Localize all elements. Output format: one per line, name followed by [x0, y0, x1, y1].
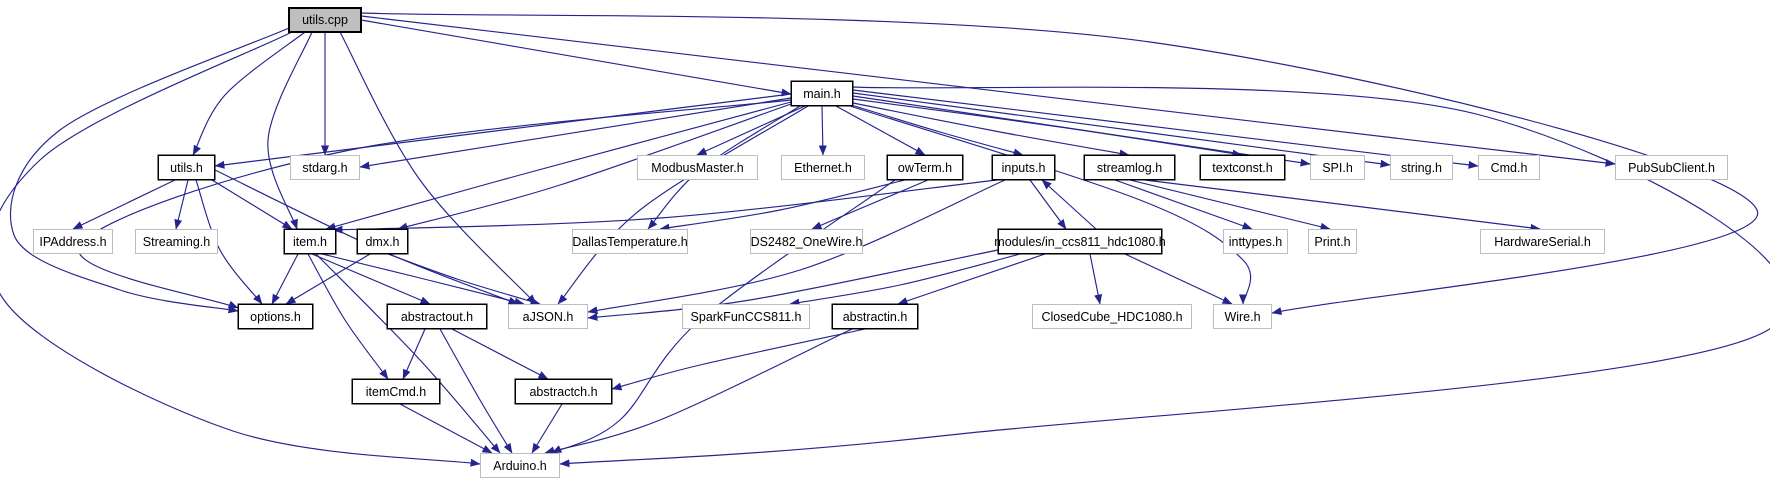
node-dallastemperature-h[interactable]: DallasTemperature.h	[572, 229, 688, 254]
edge-modules_h-to-closedcube_h	[1089, 253, 1103, 305]
node-utils-cpp[interactable]: utils.cpp	[289, 8, 361, 32]
edge-owterm_h-to-ds2482_onewire_h	[811, 179, 929, 230]
node-print-h[interactable]: Print.h	[1308, 229, 1357, 254]
edge-utils_h-to-options_h	[195, 179, 263, 305]
edge-utils_cpp-to-item_h	[267, 31, 313, 230]
edge-streamlog_h-to-hardwareserial_h	[1144, 179, 1541, 232]
edge-abstractout_h-to-itemcmd_h	[402, 328, 426, 380]
node-item-h[interactable]: item.h	[284, 229, 336, 254]
node-string-h[interactable]: string.h	[1390, 155, 1453, 180]
edge-item_h-to-arduino_h	[315, 253, 501, 454]
node-dmx-h[interactable]: dmx.h	[357, 229, 408, 254]
edge-utils_cpp-to-wire_h	[360, 12, 1758, 315]
edge-modules_h-to-inputs_h	[1041, 179, 1097, 230]
node-main-h[interactable]: main.h	[791, 81, 853, 106]
edge-main_h-to-arduino_h	[559, 86, 1770, 468]
node-abstractout-h[interactable]: abstractout.h	[387, 304, 487, 329]
edge-modules_h-to-abstractin_h	[897, 253, 1046, 305]
node-arduino-h[interactable]: Arduino.h	[480, 453, 560, 478]
edge-main_h-to-wire_h	[849, 105, 1252, 305]
edge-main_h-to-streamlog_h	[852, 102, 1130, 158]
edge-inputs_h-to-modules_h	[1029, 179, 1067, 230]
edge-utils_cpp-to-arduino_h	[0, 31, 481, 467]
node-inttypes-h[interactable]: inttypes.h	[1223, 229, 1288, 254]
edge-main_h-to-textconst_h	[852, 98, 1243, 158]
node-streamlog-h[interactable]: streamlog.h	[1084, 155, 1175, 180]
edge-dmx_h-to-ajson_h	[387, 253, 541, 306]
node-modules-h[interactable]: modules/in_ccs811_hdc1080.h	[994, 229, 1166, 254]
node-abstractch-h[interactable]: abstractch.h	[515, 379, 612, 404]
node-ethernet-h[interactable]: Ethernet.h	[781, 155, 865, 180]
edge-modules_h-to-ajson_h	[587, 249, 999, 321]
edge-main_h-to-owterm_h	[835, 105, 926, 156]
edge-item_h-to-ajson_h	[321, 253, 525, 306]
node-stdarg-h[interactable]: stdarg.h	[290, 155, 360, 180]
edge-item_h-to-abstractout_h	[311, 253, 431, 305]
node-ipaddress-h[interactable]: IPAddress.h	[33, 229, 113, 254]
edge-modules_h-to-wire_h	[1124, 253, 1233, 305]
node-modbusmaster-h[interactable]: ModbusMaster.h	[637, 155, 758, 180]
node-utils-h[interactable]: utils.h	[158, 155, 215, 180]
node-options-h[interactable]: options.h	[238, 304, 313, 329]
edge-item_h-to-itemcmd_h	[307, 253, 389, 380]
edge-owterm_h-to-dallastemperature_h	[659, 179, 906, 232]
edge-utils_cpp-to-pubsubclient_h	[360, 15, 1616, 167]
edge-main_h-to-spi_h	[852, 95, 1311, 167]
edge-utils_cpp-to-main_h	[360, 19, 792, 97]
edge-abstractout_h-to-arduino_h	[439, 328, 513, 454]
node-closedcube-h[interactable]: ClosedCube_HDC1080.h	[1032, 304, 1192, 329]
edge-main_h-to-inputs_h	[847, 103, 1024, 157]
node-cmd-h[interactable]: Cmd.h	[1478, 155, 1540, 180]
node-ds2482-onewire-h[interactable]: DS2482_OneWire.h	[750, 229, 863, 254]
edge-inputs_h-to-ajson_h	[587, 179, 1006, 315]
edge-utils_cpp-to-options_h	[9, 27, 290, 314]
node-pubsubclient-h[interactable]: PubSubClient.h	[1615, 155, 1728, 180]
edge-main_h-to-ethernet_h	[818, 105, 827, 156]
edge-streamlog_h-to-print_h	[1129, 179, 1331, 231]
edge-inputs_h-to-item_h	[332, 179, 998, 234]
edge-main_h-to-stdarg_h	[359, 97, 792, 170]
edge-utils_h-to-item_h	[211, 179, 293, 230]
edge-main_h-to-utils_h	[214, 93, 792, 169]
node-owterm-h[interactable]: owTerm.h	[887, 155, 963, 180]
edge-streamlog_h-to-inttypes_h	[1114, 179, 1253, 230]
node-abstractin-h[interactable]: abstractin.h	[832, 304, 918, 329]
edge-main_h-to-ajson_h	[557, 105, 809, 305]
node-sparkfunccs811-h[interactable]: SparkFunCCS811.h	[682, 304, 810, 329]
node-streaming-h[interactable]: Streaming.h	[135, 229, 218, 254]
edge-utils_h-to-ipaddress_h	[72, 179, 176, 230]
edge-itemcmd_h-to-arduino_h	[399, 403, 493, 454]
edge-main_h-to-options_h	[77, 99, 792, 309]
node-hardwareserial-h[interactable]: HardwareSerial.h	[1480, 229, 1605, 254]
edge-modules_h-to-sparkfunccs811_h	[789, 253, 1021, 307]
edge-utils_h-to-streaming_h	[174, 179, 189, 230]
node-ajson-h[interactable]: aJSON.h	[508, 304, 588, 329]
edge-main_h-to-cmd_h	[852, 89, 1479, 169]
edge-abstractout_h-to-abstractch_h	[451, 328, 549, 380]
node-textconst-h[interactable]: textconst.h	[1200, 155, 1285, 180]
edge-utils_cpp-to-ajson_h	[339, 31, 537, 305]
node-wire-h[interactable]: Wire.h	[1213, 304, 1272, 329]
edge-owterm_h-to-arduino_h	[551, 179, 896, 454]
node-itemcmd-h[interactable]: itemCmd.h	[352, 379, 440, 404]
edge-main_h-to-modbusmaster_h	[696, 105, 806, 156]
edge-utils_cpp-to-utils_h	[192, 31, 306, 156]
edge-item_h-to-options_h	[271, 253, 299, 305]
edge-abstractch_h-to-arduino_h	[531, 403, 563, 454]
node-spi-h[interactable]: SPI.h	[1310, 155, 1365, 180]
node-inputs-h[interactable]: inputs.h	[992, 155, 1055, 180]
edge-main_h-to-string_h	[852, 92, 1391, 168]
edge-main_h-to-item_h	[325, 101, 792, 231]
edge-abstractin_h-to-abstractch_h	[611, 328, 866, 391]
edge-dmx_h-to-options_h	[285, 253, 371, 305]
edge-abstractin_h-to-arduino_h	[544, 328, 853, 455]
edge-main_h-to-dmx_h	[397, 103, 792, 231]
